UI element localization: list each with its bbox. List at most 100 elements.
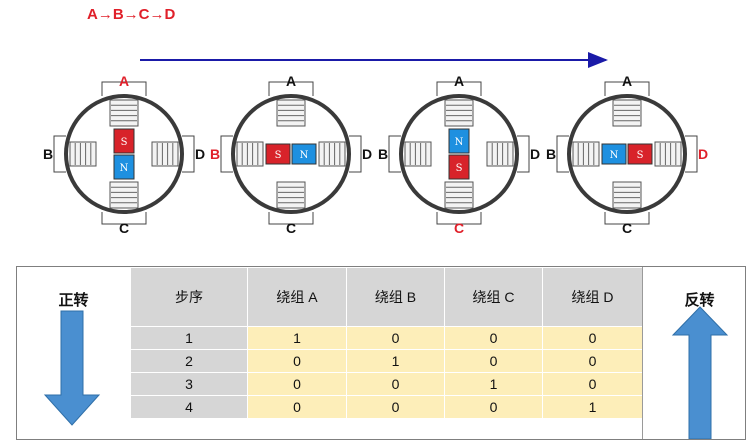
- magnet-pole-second: [113, 154, 135, 180]
- lead-wire-left: [53, 135, 66, 173]
- stator-ring: [399, 94, 519, 214]
- coil-bottom: [612, 181, 642, 209]
- stator-ring: [567, 94, 687, 214]
- coil-left: [236, 141, 264, 167]
- winding-label-bottom: C: [454, 220, 464, 236]
- value-cell: 0: [346, 372, 445, 396]
- coil-right: [318, 141, 346, 167]
- magnet-pole-second-label: N: [120, 163, 129, 174]
- coil-left: [404, 141, 432, 167]
- lead-wire-bottom: [101, 212, 147, 225]
- table-row: 3 0 0 1 0: [130, 372, 643, 396]
- winding-label-bottom: C: [286, 220, 296, 236]
- coil-right: [151, 141, 179, 167]
- magnet-pole-second-label: S: [456, 163, 463, 174]
- sequence-label: A→B→C→D: [87, 6, 176, 23]
- header-winding-a: 绕组 A: [247, 267, 347, 327]
- winding-label-left: B: [43, 146, 53, 162]
- lead-wire-bottom: [604, 212, 650, 225]
- value-cell: 0: [444, 395, 543, 419]
- lead-wire-right: [349, 135, 362, 173]
- magnet-pole-first: [448, 128, 470, 154]
- reverse-panel: 反转: [642, 267, 748, 439]
- coil-left: [572, 141, 600, 167]
- magnet-pole-second: [291, 143, 317, 165]
- step-cell: 2: [130, 349, 248, 373]
- lead-wire-top: [101, 81, 147, 96]
- magnet-pole-second-label: N: [300, 150, 309, 161]
- table-row: 1 1 0 0 0: [130, 326, 643, 350]
- rotor-magnet: NS: [448, 128, 470, 180]
- stator-ring: [231, 94, 351, 214]
- winding-label-left: B: [546, 146, 556, 162]
- winding-label-left: B: [210, 146, 220, 162]
- lead-wire-right: [685, 135, 698, 173]
- value-cell: 0: [247, 395, 347, 419]
- winding-table-panel: 正转 步序 绕组 A 绕组 B 绕组 C 绕组 D 1 1 0 0 0: [16, 266, 746, 440]
- value-cell: 1: [542, 395, 643, 419]
- table-row: 4 0 0 0 1: [130, 395, 643, 419]
- magnet-pole-second: [627, 143, 653, 165]
- magnet-pole-first-label: N: [610, 150, 619, 161]
- step-cell: 4: [130, 395, 248, 419]
- lead-wire-left: [388, 135, 401, 173]
- lead-wire-bottom: [436, 212, 482, 225]
- winding-label-bottom: C: [119, 220, 129, 236]
- coil-top: [444, 99, 474, 127]
- step-cell: 1: [130, 326, 248, 350]
- lead-wire-left: [556, 135, 569, 173]
- winding-label-bottom: C: [622, 220, 632, 236]
- winding-label-left: B: [378, 146, 388, 162]
- stator-ring: [64, 94, 184, 214]
- value-cell: 0: [444, 326, 543, 350]
- lead-wire-top: [268, 81, 314, 96]
- header-step: 步序: [130, 267, 248, 327]
- up-arrow-icon: [671, 306, 729, 439]
- header-winding-c: 绕组 C: [444, 267, 543, 327]
- lead-wire-right: [182, 135, 195, 173]
- value-cell: 0: [444, 349, 543, 373]
- lead-wire-bottom: [268, 212, 314, 225]
- winding-label-right: D: [362, 146, 372, 162]
- header-winding-d: 绕组 D: [542, 267, 643, 327]
- table-row: 2 0 1 0 0: [130, 349, 643, 373]
- value-cell: 0: [247, 349, 347, 373]
- coil-top: [109, 99, 139, 127]
- winding-label-top: A: [286, 73, 296, 89]
- magnet-pole-first: [601, 143, 627, 165]
- winding-label-right: D: [698, 146, 708, 162]
- magnet-pole-second: [448, 154, 470, 180]
- value-cell: 0: [346, 395, 445, 419]
- step-cell: 3: [130, 372, 248, 396]
- winding-table: 步序 绕组 A 绕组 B 绕组 C 绕组 D 1 1 0 0 0 2 0 1 0…: [130, 267, 643, 419]
- winding-label-top: A: [622, 73, 632, 89]
- coil-bottom: [444, 181, 474, 209]
- coil-right: [654, 141, 682, 167]
- value-cell: 0: [247, 372, 347, 396]
- lead-wire-top: [604, 81, 650, 96]
- coil-bottom: [276, 181, 306, 209]
- lead-wire-left: [220, 135, 233, 173]
- magnet-pole-second-label: S: [637, 150, 644, 161]
- winding-label-right: D: [195, 146, 205, 162]
- value-cell: 1: [247, 326, 347, 350]
- winding-label-top: A: [119, 73, 129, 89]
- value-cell: 0: [542, 372, 643, 396]
- rotor-magnet: SN: [113, 128, 135, 180]
- header-winding-b: 绕组 B: [346, 267, 445, 327]
- magnet-pole-first: [265, 143, 291, 165]
- forward-panel: 正转: [17, 267, 130, 439]
- magnet-pole-first-label: S: [121, 137, 128, 148]
- coil-top: [612, 99, 642, 127]
- value-cell: 1: [346, 349, 445, 373]
- coil-top: [276, 99, 306, 127]
- value-cell: 1: [444, 372, 543, 396]
- lead-wire-top: [436, 81, 482, 96]
